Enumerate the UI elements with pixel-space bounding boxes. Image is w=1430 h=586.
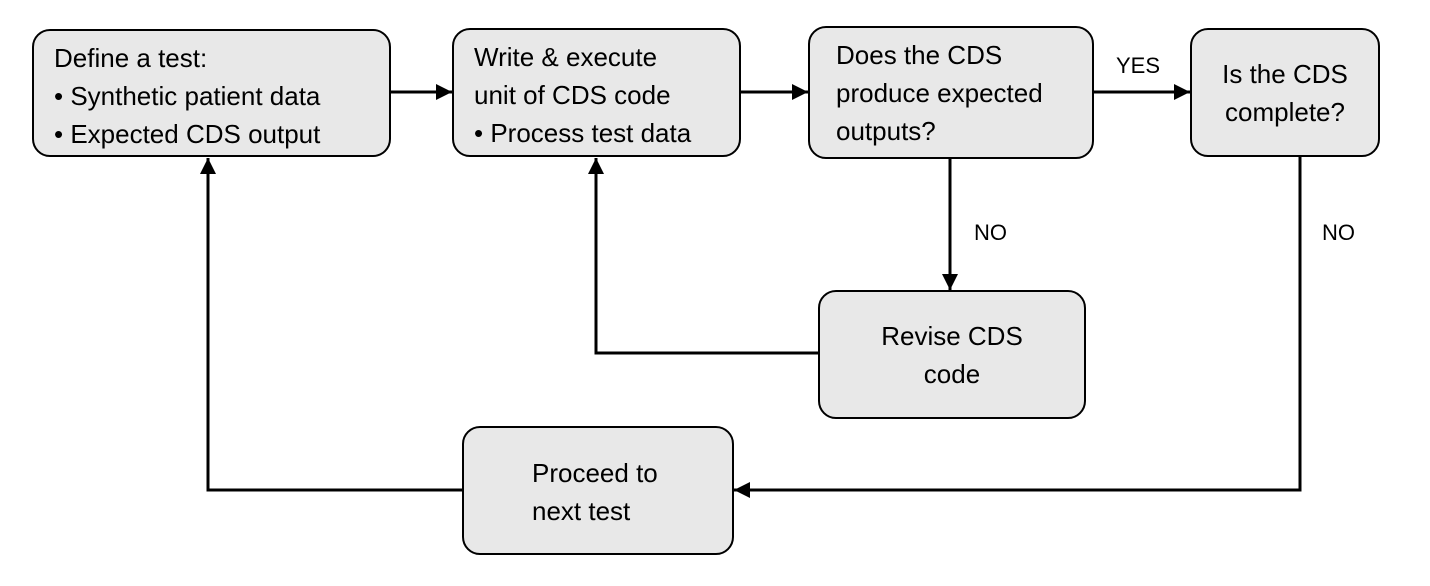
expected-outputs-line-3: outputs? [836, 116, 936, 146]
no-label-revise: NO [974, 220, 1007, 245]
expected-outputs-line-2: produce expected [836, 78, 1043, 108]
expected-outputs-box: Does the CDS produce expected outputs? [808, 26, 1094, 159]
next-test-line-2: next test [532, 496, 631, 526]
arrow-revise-to-write [588, 158, 818, 355]
complete-line-1: Is the CDS [1222, 58, 1348, 89]
complete-line-2: complete? [1225, 96, 1345, 127]
write-execute-line-2: unit of CDS code [474, 80, 671, 110]
define-test-bullet-expected: • Expected CDS output [54, 119, 321, 149]
arrow-next-to-define [200, 158, 462, 492]
yes-label: YES [1116, 53, 1161, 78]
write-execute-line-1: Write & execute [474, 42, 658, 72]
revise-line-1: Revise CDS [881, 320, 1023, 351]
write-execute-bullet: • Process test data [474, 118, 692, 148]
write-execute-box: Write & execute unit of CDS code • Proce… [452, 28, 741, 157]
no-label-complete: NO [1322, 220, 1355, 245]
define-test-bullet-synthetic: • Synthetic patient data [54, 81, 321, 111]
next-test-box: Proceed to next test [462, 426, 734, 555]
complete-box: Is the CDS complete? [1190, 28, 1380, 157]
next-test-line-1: Proceed to [532, 458, 658, 488]
revise-box: Revise CDS code [818, 290, 1086, 419]
define-test-box: Define a test: • Synthetic patient data … [32, 29, 391, 157]
expected-outputs-line-1: Does the CDS [836, 40, 1003, 70]
revise-line-2: code [923, 358, 981, 389]
arrow-complete-to-next [734, 157, 1302, 498]
define-test-title: Define a test: [54, 43, 208, 73]
